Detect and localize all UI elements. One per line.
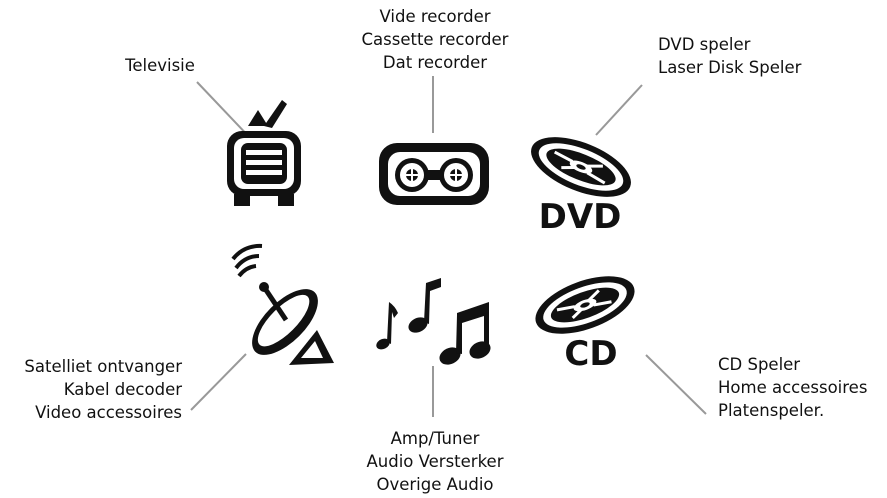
label-recorder-line-3: Dat recorder bbox=[382, 53, 488, 72]
cd-disc-icon: CD bbox=[535, 276, 635, 374]
dvd-logo-text: DVD bbox=[539, 197, 622, 237]
label-recorder: Vide recorder Cassette recorder Dat reco… bbox=[345, 5, 525, 74]
television-icon bbox=[227, 100, 301, 206]
label-tv: Televisie bbox=[95, 54, 225, 77]
label-cd-line-3: Platenspeler. bbox=[718, 401, 825, 420]
label-satellite-line-3: Video accessoires bbox=[35, 403, 182, 422]
label-satellite-line-1: Satelliet ontvanger bbox=[24, 357, 182, 376]
label-audio: Amp/Tuner Audio Versterker Overige Audio bbox=[340, 427, 530, 496]
label-dvd-line-1: DVD speler bbox=[658, 35, 751, 54]
label-tv-line-1: Televisie bbox=[125, 56, 195, 75]
label-cd-line-2: Home accessoires bbox=[718, 378, 868, 397]
connector-dvd bbox=[595, 84, 643, 136]
connector-satellite bbox=[190, 353, 247, 411]
label-cd-line-1: CD Speler bbox=[718, 355, 801, 374]
label-audio-line-1: Amp/Tuner bbox=[390, 429, 480, 448]
dvd-disc-icon: DVD bbox=[531, 137, 631, 237]
satellite-dish-icon bbox=[231, 243, 334, 365]
cd-logo-text: CD bbox=[564, 334, 617, 374]
cassette-recorder-icon bbox=[379, 143, 489, 205]
connector-cd bbox=[645, 354, 707, 415]
label-cd: CD Speler Home accessoires Platenspeler. bbox=[718, 353, 883, 422]
label-satellite-line-2: Kabel decoder bbox=[63, 380, 182, 399]
label-audio-line-3: Overige Audio bbox=[376, 475, 494, 494]
label-dvd: DVD speler Laser Disk Speler bbox=[658, 33, 858, 79]
label-dvd-line-2: Laser Disk Speler bbox=[658, 58, 802, 77]
label-audio-line-2: Audio Versterker bbox=[366, 452, 504, 471]
label-satellite: Satelliet ontvanger Kabel decoder Video … bbox=[2, 355, 182, 424]
label-recorder-line-2: Cassette recorder bbox=[361, 30, 509, 49]
music-notes-icon bbox=[376, 278, 491, 365]
label-recorder-line-1: Vide recorder bbox=[379, 7, 491, 26]
